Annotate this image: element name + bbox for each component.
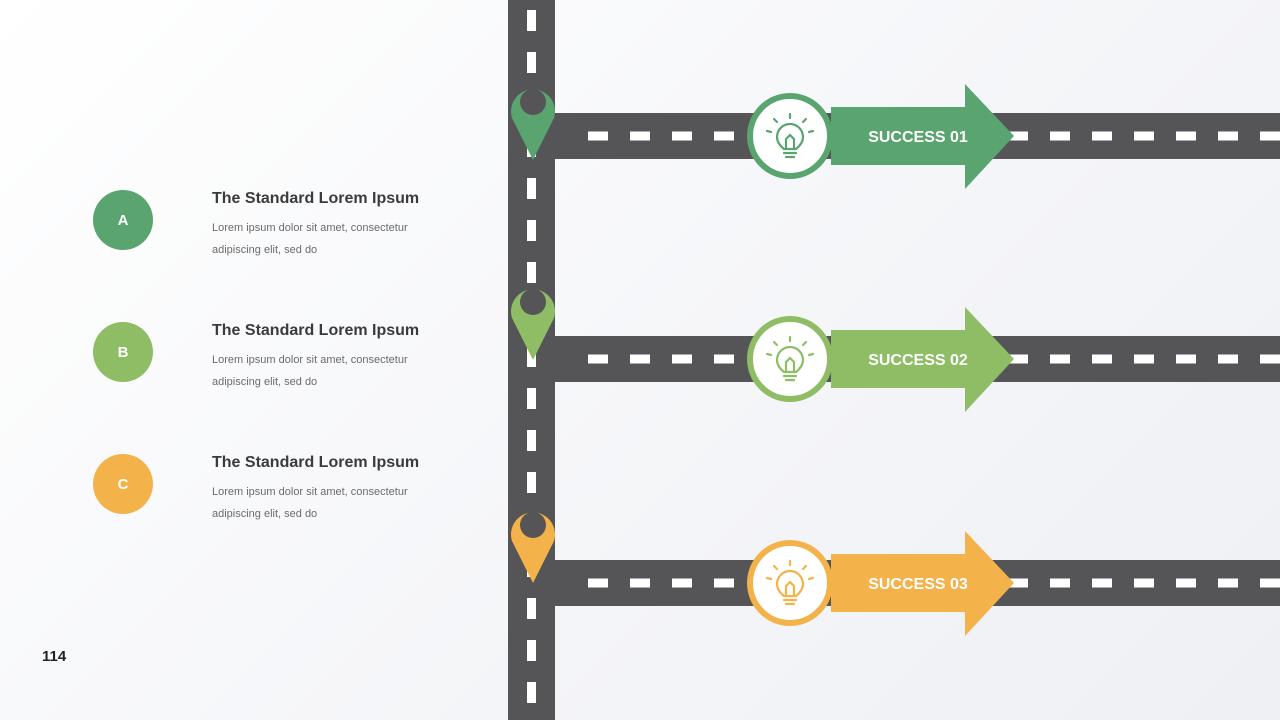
item-text: Lorem ipsum dolor sit amet, consectetur … [212, 222, 408, 256]
pin-hole [520, 89, 546, 115]
pin-hole [520, 289, 546, 315]
branch-road-01: SUCCESS 01 [511, 84, 1280, 189]
arrow-label: SUCCESS 01 [868, 129, 968, 146]
letter-badge-b: B [93, 322, 153, 382]
branch-road-02: SUCCESS 02 [510, 289, 1280, 412]
item-title: The Standard Lorem Ipsum [212, 454, 420, 471]
item-text: Lorem ipsum dolor sit amet, consectetur … [212, 354, 408, 388]
item-title: The Standard Lorem Ipsum [212, 322, 420, 339]
arrow-label: SUCCESS 03 [868, 576, 968, 593]
lightbulb-icon [765, 335, 815, 382]
item-title: The Standard Lorem Ipsum [212, 190, 420, 207]
list-item-a: A The Standard Lorem Ipsum Lorem ipsum d… [93, 190, 493, 260]
lightbulb-icon [765, 112, 815, 159]
arrow-success-02 [831, 307, 1014, 412]
arrow-success-01 [831, 84, 1014, 189]
pin-hole [520, 512, 546, 538]
letter-badge-a: A [93, 190, 153, 250]
arrow-label: SUCCESS 02 [868, 352, 968, 369]
item-text: Lorem ipsum dolor sit amet, consectetur … [212, 486, 408, 520]
page-number: 114 [42, 648, 67, 665]
letter-badge-c: C [93, 454, 153, 514]
branch-road-03: SUCCESS 03 [510, 512, 1280, 636]
list-item-b: B The Standard Lorem Ipsum Lorem ipsum d… [93, 322, 493, 392]
lightbulb-icon [765, 559, 815, 606]
arrow-success-03 [831, 531, 1014, 636]
list-item-c: C The Standard Lorem Ipsum Lorem ipsum d… [93, 454, 493, 524]
